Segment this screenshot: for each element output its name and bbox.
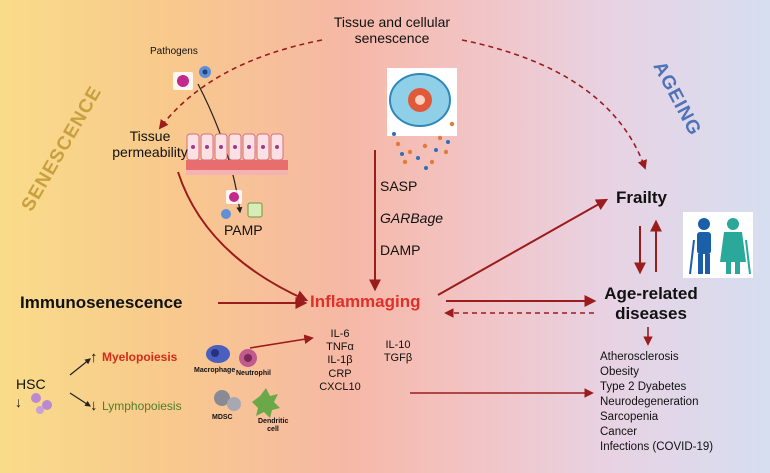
- disease-item: Obesity: [600, 365, 639, 378]
- myelopoiesis-up-arrow: ↑: [90, 349, 98, 366]
- arrow-senescence-to-frailty: [461, 39, 647, 170]
- disease-item: Cancer: [600, 425, 638, 438]
- sasp-label: SASP: [380, 178, 418, 194]
- tissue-cellular-senescence-label: Tissue and cellular senescence: [333, 14, 451, 47]
- disease-item: Infections (COVID-19): [600, 440, 714, 453]
- frailty-label: Frailty: [616, 188, 668, 207]
- neutrophil-label: Neutrophil: [236, 370, 271, 377]
- cytokine-item: TGFβ: [383, 352, 413, 365]
- pamp-illustration: [221, 190, 263, 219]
- cytokine-item: TNFα: [326, 341, 354, 354]
- arrow-cells-to-cytokines: [249, 334, 314, 349]
- cytokine-item: CXCL10: [319, 380, 361, 393]
- elderly-couple-illustration: [683, 212, 753, 278]
- pamp-label: PAMP: [224, 222, 263, 238]
- anti-inflammatory-cytokines: IL-10 TGFβ: [378, 339, 418, 365]
- garbage-label: GARBage: [380, 210, 444, 226]
- lymphopoiesis-label: Lymphopoiesis: [102, 399, 182, 413]
- immune-cells-illustration: [206, 345, 280, 418]
- damp-label: DAMP: [380, 242, 421, 258]
- disease-item: Type 2 Dyabetes: [600, 380, 687, 393]
- epithelium-illustration: [186, 133, 288, 175]
- age-related-diseases-list: Atherosclerosis Obesity Type 2 Dyabetes …: [600, 350, 713, 455]
- pathogen-illustration: [173, 66, 211, 90]
- immunosenescence-label: Immunosenescence: [20, 293, 183, 312]
- lymphopoiesis-down-arrow: ↓: [90, 397, 98, 414]
- pro-inflammatory-cytokines: IL-6 TNFα IL-1β CRP CXCL10: [312, 328, 368, 394]
- disease-item: Sarcopenia: [600, 410, 659, 423]
- macrophage-label: Macrophage: [194, 367, 236, 374]
- dendritic-cell-label: Dendritic cell: [258, 418, 289, 434]
- age-related-diseases-label: Age-related diseases: [604, 284, 698, 323]
- hsc-label: HSC: [16, 376, 46, 392]
- disease-item: Atherosclerosis: [600, 351, 679, 363]
- hsc-cells-illustration: [31, 393, 52, 414]
- disease-item: Neurodegeneration: [600, 395, 699, 408]
- cytokine-item: IL-6: [330, 328, 350, 340]
- arrow-senescence-to-permeability: [158, 39, 323, 130]
- senescent-cell-illustration: [387, 68, 457, 170]
- cytokine-item: IL-1β: [327, 354, 353, 367]
- arrow-hsc-to-myelo: [69, 358, 91, 376]
- arrow-hsc-to-lympho: [69, 392, 92, 407]
- inflammaging-label: Inflammaging: [310, 292, 421, 311]
- pathogens-label: Pathogens: [150, 46, 198, 57]
- hsc-down-arrow: ↓: [15, 394, 22, 410]
- arrow-inflammaging-to-frailty: [437, 198, 609, 296]
- tissue-permeability-label: Tissue permeability: [112, 128, 188, 161]
- arrow-permeability-to-inflammaging: [177, 171, 309, 302]
- cytokine-item: CRP: [328, 367, 352, 380]
- cytokine-item: IL-10: [385, 339, 411, 351]
- myelopoiesis-label: Myelopoiesis: [102, 350, 178, 364]
- mdsc-label: MDSC: [212, 414, 233, 421]
